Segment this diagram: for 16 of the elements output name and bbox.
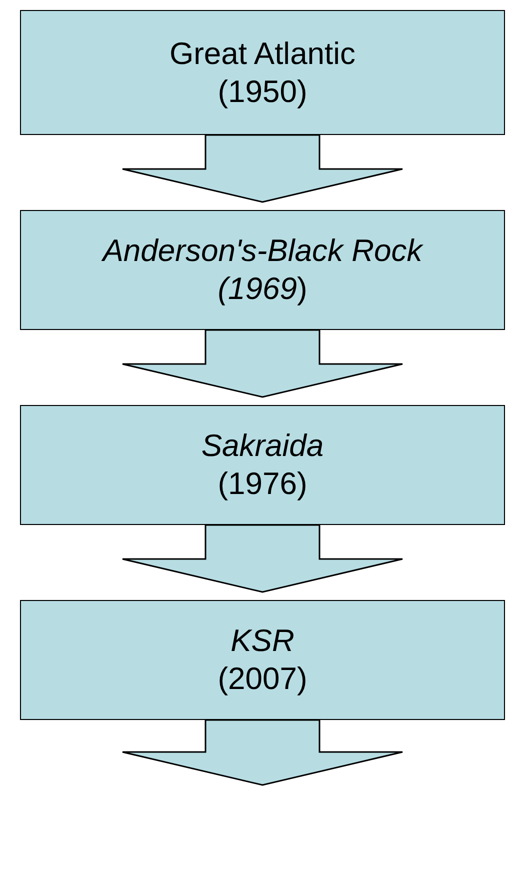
block-arrow bbox=[122, 134, 404, 203]
year-label: (2007) bbox=[218, 660, 308, 698]
year-label: (1976) bbox=[218, 465, 308, 503]
process-box bbox=[20, 210, 505, 330]
year-label: (1950) bbox=[218, 72, 308, 110]
box-title: Great Atlantic bbox=[169, 34, 356, 72]
process-box bbox=[20, 600, 505, 720]
block-arrow bbox=[122, 719, 404, 786]
process-box bbox=[20, 10, 505, 135]
block-arrow bbox=[122, 329, 404, 398]
process-box bbox=[20, 405, 505, 525]
box-title: Sakraida bbox=[201, 427, 324, 465]
block-arrow bbox=[122, 524, 404, 593]
box-title: KSR bbox=[230, 622, 294, 660]
year-label: (1969) bbox=[218, 270, 308, 308]
box-title: Anderson's-Black Rock bbox=[102, 232, 422, 270]
